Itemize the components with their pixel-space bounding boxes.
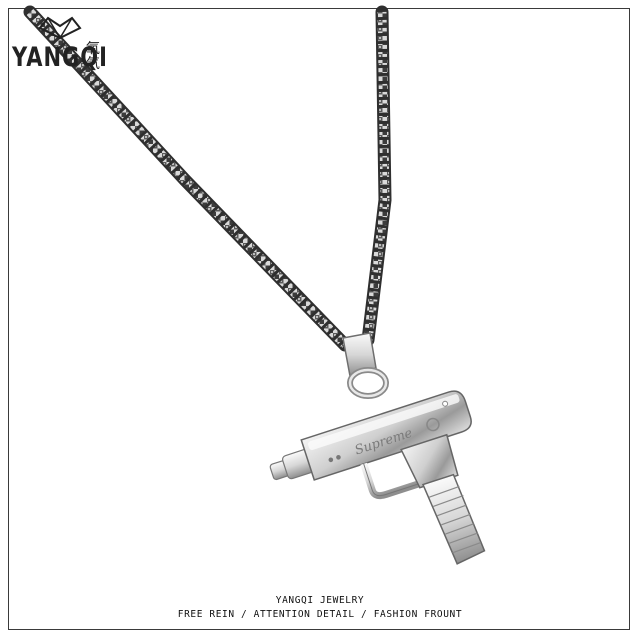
brand-logo: YANGQI 氧气 bbox=[12, 14, 107, 74]
photo-frame bbox=[8, 8, 630, 630]
caption-title: YANGQI JEWELRY bbox=[275, 595, 365, 606]
box-chain bbox=[23, 5, 392, 352]
logo-cjk-text: 氧气 bbox=[86, 41, 100, 72]
caption-tagline: FREE REIN / ATTENTION DETAIL / FASHION F… bbox=[177, 609, 463, 620]
logo-text: YANGQI bbox=[12, 42, 108, 72]
gun-pendant: Supreme bbox=[269, 390, 486, 565]
crown-icon bbox=[38, 16, 82, 40]
pendant-bail bbox=[342, 332, 389, 399]
